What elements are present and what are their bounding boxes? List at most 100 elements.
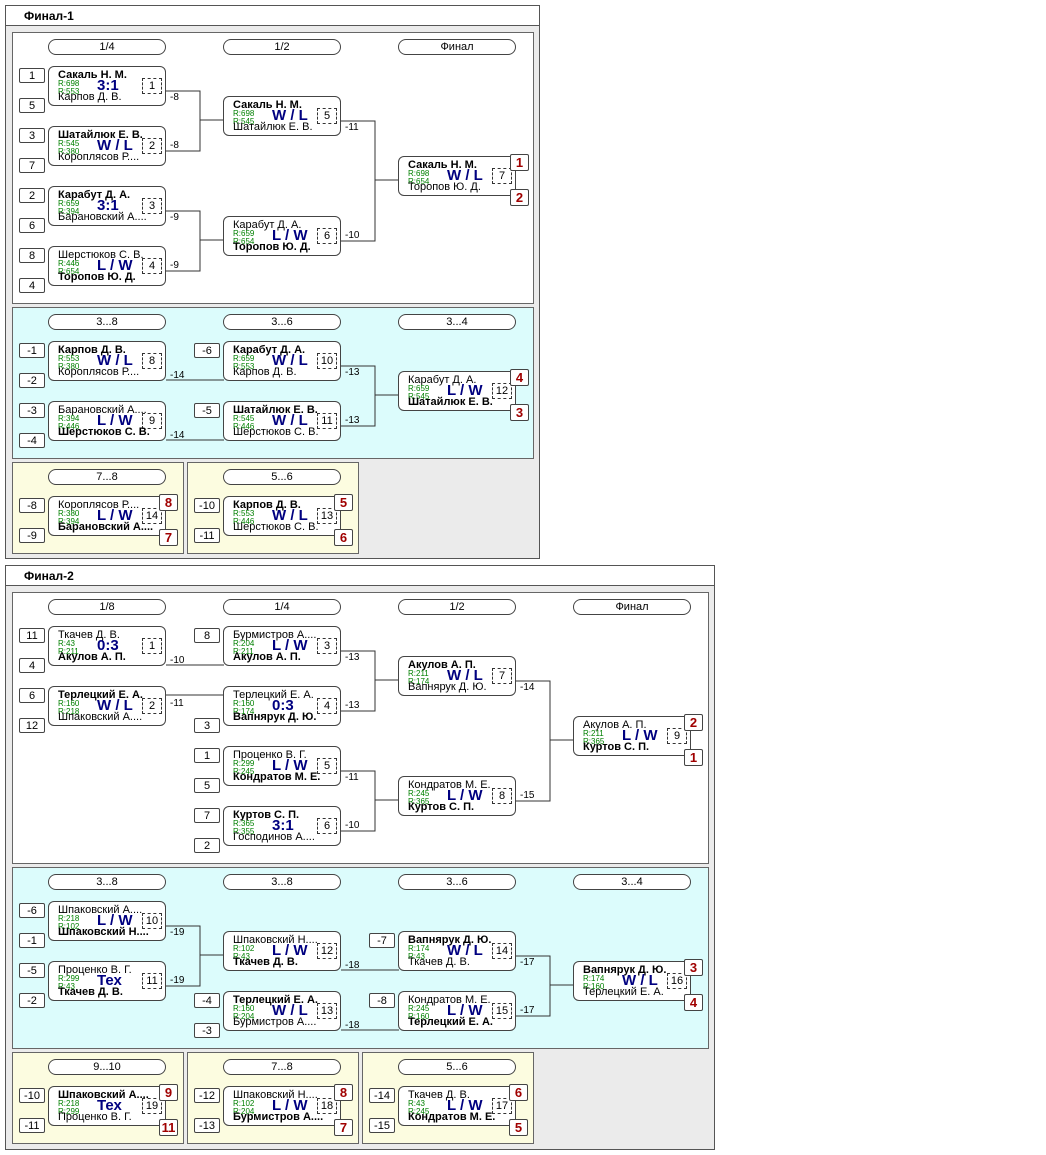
match-score: W / L [447, 167, 483, 184]
player-top-rating: R:204 [233, 639, 255, 648]
player-bottom-rating: R:654 [58, 267, 80, 276]
player-top-name: Сакаль Н. М. [233, 99, 302, 111]
player-bottom-rating: R:204 [233, 1107, 255, 1116]
match-score: L / W [447, 382, 483, 399]
player-bottom-rating: R:211 [233, 647, 254, 656]
match-number: 10 [142, 913, 162, 929]
final-place-badge: 8 [159, 494, 178, 511]
player-bottom-name: Шерстюков С. В. [233, 426, 319, 438]
player-bottom-name: Господинов А.... [233, 831, 315, 843]
seed-number: 2 [19, 188, 45, 203]
final-place-badge: 6 [334, 529, 353, 546]
player-bottom-rating: R:545 [233, 117, 255, 126]
player-top-rating: R:245 [408, 789, 430, 798]
player-top-name: Кондратов М. Е. [408, 779, 491, 791]
match-score: 3:1 [97, 197, 119, 214]
f2-round-label: 7...8 [223, 1059, 341, 1075]
final-2-title: Финал-2 [6, 566, 714, 586]
player-top-name: Карпов Д. В. [58, 344, 126, 356]
match-score: L / W [97, 412, 133, 429]
player-bottom-name: Шатайлюк Е. В. [408, 396, 493, 408]
player-bottom-rating: R:245 [408, 1107, 430, 1116]
seed-number: -11 [19, 1118, 45, 1133]
player-top-rating: R:174 [583, 974, 605, 983]
seed-number: -3 [194, 1023, 220, 1038]
match-score: W / L [447, 667, 483, 684]
player-bottom-name: Торопов Ю. Д. [233, 241, 311, 253]
final-place-badge: 3 [510, 404, 529, 421]
match-score: L / W [447, 1002, 483, 1019]
match-number: 4 [317, 698, 337, 714]
final-1-title: Финал-1 [6, 6, 539, 26]
match-score: W / L [272, 507, 308, 524]
loser-destination-label: -13 [345, 367, 360, 378]
match-score: Тех [97, 972, 122, 989]
player-bottom-rating: R:365 [408, 797, 430, 806]
player-bottom-rating: R:43 [233, 952, 250, 961]
player-top-name: Шерстюков С. В. [58, 249, 144, 261]
player-top-name: Вапнярук Д. Ю. [583, 964, 667, 976]
match-score: W / L [272, 352, 308, 369]
f1-round-label: 3...4 [398, 314, 516, 330]
loser-destination-label: -11 [170, 698, 184, 709]
player-bottom-name: Карпов Д. В. [58, 91, 122, 103]
loser-destination-label: -14 [170, 430, 185, 441]
player-top-name: Короплясов Р.... [58, 499, 140, 511]
loser-destination-label: -8 [170, 140, 179, 151]
player-top-rating: R:102 [233, 944, 255, 953]
player-top-rating: R:659 [233, 354, 255, 363]
player-bottom-rating: R:394 [58, 517, 80, 526]
match-number: 8 [142, 353, 162, 369]
match-number: 7 [492, 668, 512, 684]
player-bottom-name: Торопов Ю. Д. [58, 271, 136, 283]
match-score: W / L [97, 352, 133, 369]
player-bottom-rating: R:211 [58, 647, 79, 656]
player-bottom-name: Торопов Ю. Д. [408, 181, 481, 193]
final-place-badge: 3 [684, 959, 703, 976]
match-score: Тех [97, 1097, 122, 1114]
match-score: L / W [97, 912, 133, 929]
player-bottom-rating: R:102 [58, 922, 80, 931]
player-bottom-name: Терлецкий Е. А. [583, 986, 664, 998]
f1-round-label: 7...8 [48, 469, 166, 485]
player-top-name: Шпаковский А.... [58, 904, 143, 916]
f1-round-label: Финал [398, 39, 516, 55]
match-number: 19 [142, 1098, 162, 1114]
final-place-badge: 1 [510, 154, 529, 171]
final-place-badge: 7 [334, 1119, 353, 1136]
player-top-name: Шатайлюк Е. В. [58, 129, 143, 141]
